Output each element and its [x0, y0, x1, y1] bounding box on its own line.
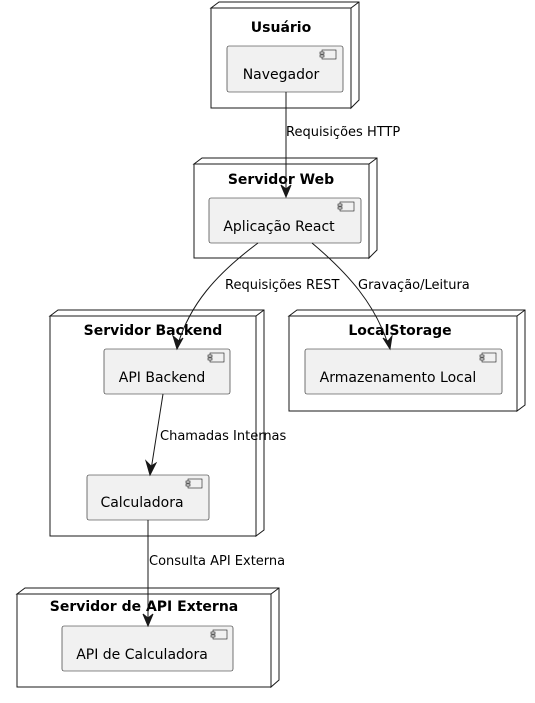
node-localstorage: LocalStorage Armazenamento Local [287, 309, 526, 412]
node-title-usuario: Usuário [251, 20, 312, 36]
component-armazenamento-local: Armazenamento Local [304, 348, 503, 395]
component-api-backend: API Backend [103, 348, 231, 395]
edge-label-internal: Chamadas Internas [160, 429, 287, 444]
component-label-calculadora: Calculadora [100, 495, 183, 511]
node-title-servidor-backend: Servidor Backend [84, 323, 223, 339]
node-servidor-backend: Servidor Backend API Backend Calculadora [48, 309, 265, 537]
node-usuario: Usuário Navegador [209, 1, 360, 110]
node-servidor-web: Servidor Web Aplicação React [192, 157, 378, 260]
component-icon [187, 478, 203, 489]
component-icon [209, 352, 225, 363]
component-navegador: Navegador [226, 45, 344, 93]
arrowhead [280, 184, 292, 199]
component-icon [339, 201, 355, 212]
edge-label-rest: Requisições REST [225, 278, 339, 293]
edge-requisicoes-http: Requisições HTTP [280, 92, 400, 199]
component-api-de-calculadora: API de Calculadora [61, 625, 234, 672]
node-servidor-api-externa: Servidor de API Externa API de Calculado… [15, 587, 280, 689]
component-icon [321, 49, 337, 60]
component-aplicacao-react: Aplicação React [208, 197, 362, 244]
node-title-servidor-web: Servidor Web [228, 172, 334, 188]
arrowhead [382, 334, 393, 351]
edge-consulta-api-externa: Consulta API Externa [142, 520, 285, 628]
node-title-localstorage: LocalStorage [348, 323, 451, 339]
node-title-servidor-api-externa: Servidor de API Externa [50, 599, 239, 615]
edge-gravacao-leitura: Gravação/Leitura [311, 242, 470, 351]
edge-requisicoes-rest: Requisições REST [172, 242, 339, 351]
edge-label-http: Requisições HTTP [286, 125, 400, 140]
arrowhead [172, 334, 184, 351]
component-label-armazenamento-local: Armazenamento Local [320, 370, 477, 386]
component-label-navegador: Navegador [243, 67, 320, 83]
edge-chamadas-internas: Chamadas Internas [144, 393, 287, 477]
component-icon [481, 352, 497, 363]
edge-label-storage: Gravação/Leitura [358, 278, 470, 293]
arrowhead [144, 459, 158, 477]
component-icon [212, 629, 228, 640]
arrowhead [142, 613, 154, 628]
component-calculadora: Calculadora [86, 474, 210, 521]
component-label-api-de-calculadora: API de Calculadora [76, 647, 208, 663]
component-label-api-backend: API Backend [119, 370, 205, 386]
component-label-aplicacao-react: Aplicação React [223, 219, 335, 235]
edge-label-external: Consulta API Externa [149, 554, 285, 569]
